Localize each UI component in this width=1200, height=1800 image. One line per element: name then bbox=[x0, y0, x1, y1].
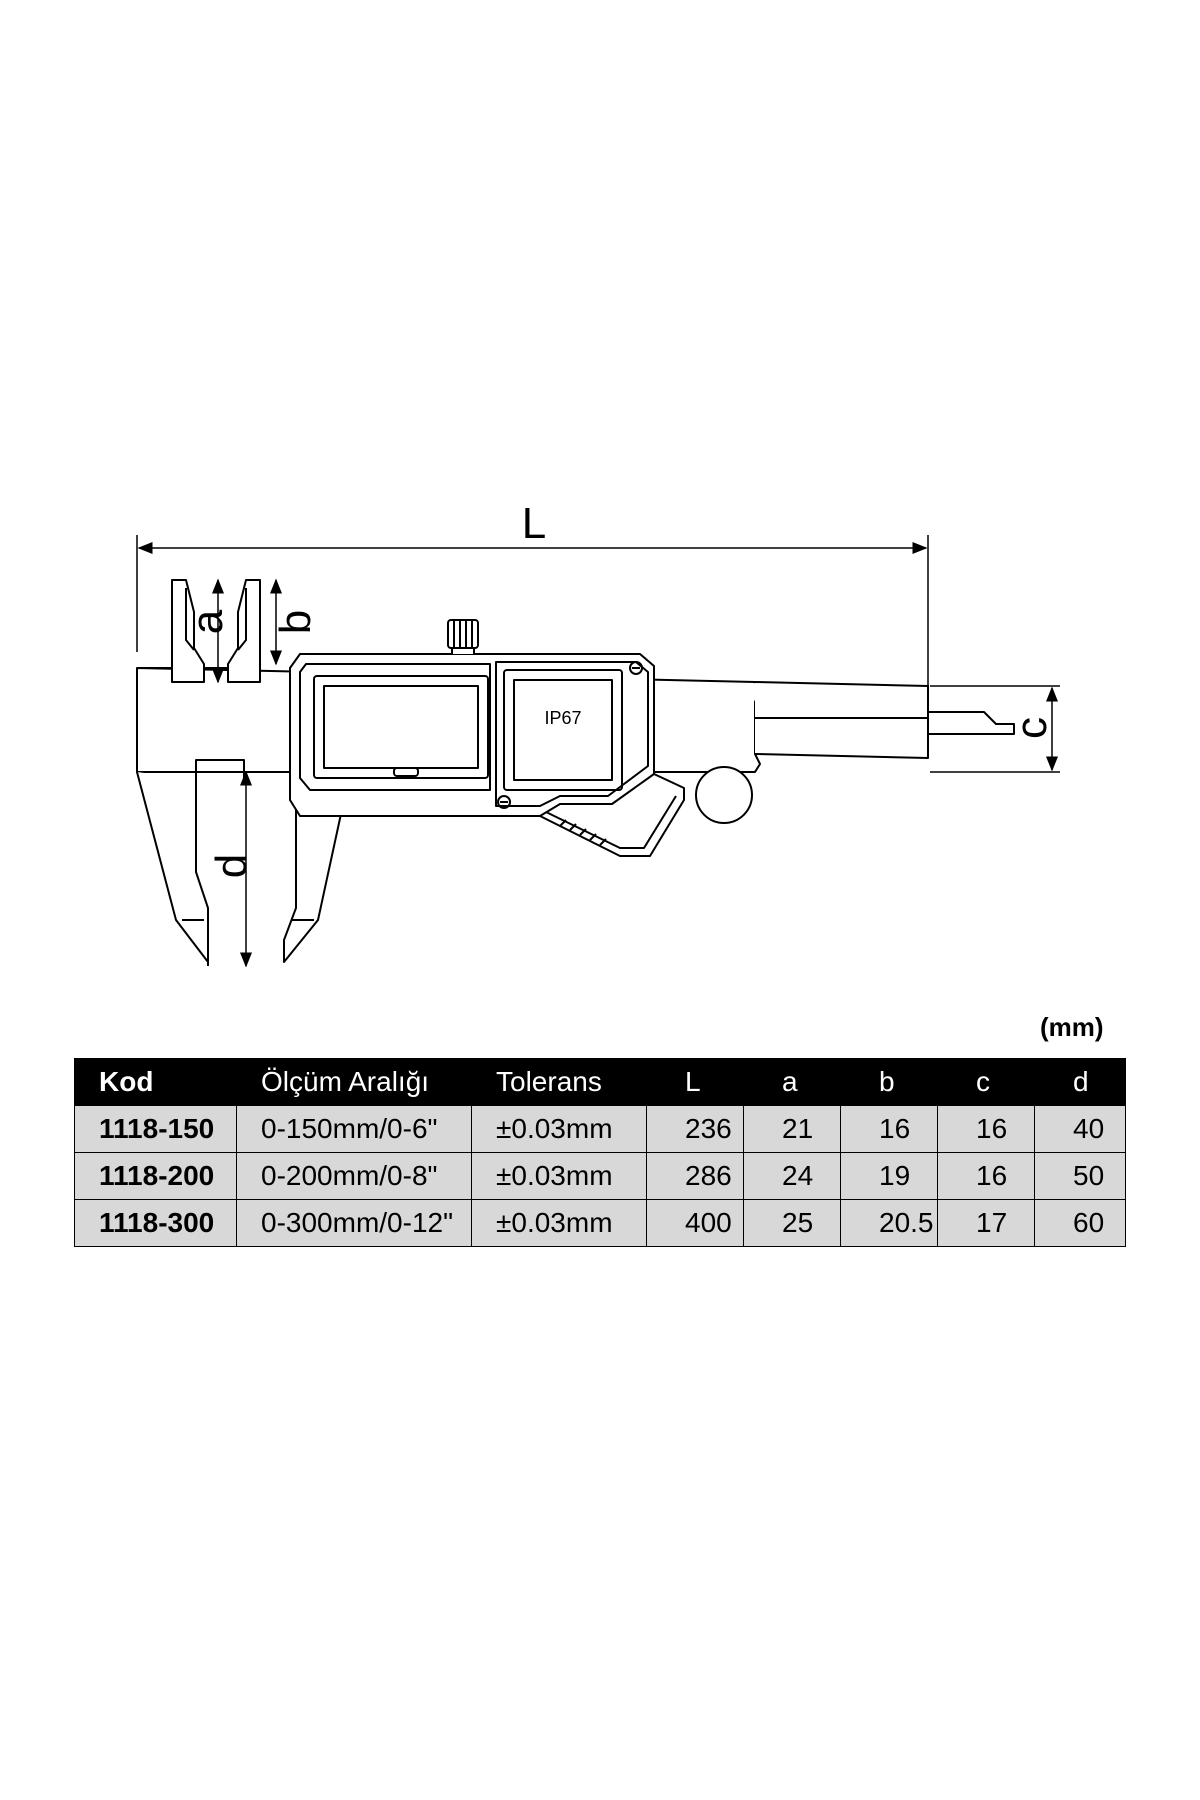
dimension-c bbox=[930, 685, 1060, 773]
header-b: b bbox=[840, 1058, 938, 1106]
table-row: 1118-150 0-150mm/0-6" ±0.03mm 236 21 16 … bbox=[74, 1105, 1126, 1153]
cell-a: 21 bbox=[743, 1105, 841, 1153]
cell-L: 286 bbox=[646, 1152, 744, 1200]
dimension-label-c: c bbox=[1007, 717, 1056, 739]
caliper-diagram: L bbox=[136, 499, 1060, 968]
cell-a: 25 bbox=[743, 1199, 841, 1247]
header-c: c bbox=[937, 1058, 1035, 1106]
cell-tolerans: ±0.03mm bbox=[471, 1105, 647, 1153]
header-olcum-araligi: Ölçüm Aralığı bbox=[236, 1058, 472, 1106]
dimension-label-a: a bbox=[183, 609, 232, 634]
cell-olcum-araligi: 0-300mm/0-12" bbox=[236, 1199, 472, 1247]
cell-olcum-araligi: 0-150mm/0-6" bbox=[236, 1105, 472, 1153]
cell-c: 16 bbox=[937, 1105, 1035, 1153]
cell-a: 24 bbox=[743, 1152, 841, 1200]
cell-d: 60 bbox=[1034, 1199, 1126, 1247]
table-row: 1118-300 0-300mm/0-12" ±0.03mm 400 25 20… bbox=[74, 1199, 1126, 1247]
dimension-label-d: d bbox=[207, 854, 256, 878]
caliper-body bbox=[136, 579, 1015, 966]
header-L: L bbox=[646, 1058, 744, 1106]
cell-b: 19 bbox=[840, 1152, 938, 1200]
cell-d: 50 bbox=[1034, 1152, 1126, 1200]
dimension-label-b: b bbox=[271, 610, 320, 634]
cell-tolerans: ±0.03mm bbox=[471, 1152, 647, 1200]
unit-note: (mm) bbox=[1040, 1012, 1104, 1042]
cell-kod: 1118-300 bbox=[74, 1199, 237, 1247]
ip67-badge: IP67 bbox=[544, 708, 581, 728]
cell-L: 236 bbox=[646, 1105, 744, 1153]
cell-L: 400 bbox=[646, 1199, 744, 1247]
header-kod: Kod bbox=[74, 1058, 237, 1106]
table-row: 1118-200 0-200mm/0-8" ±0.03mm 286 24 19 … bbox=[74, 1152, 1126, 1200]
cell-olcum-araligi: 0-200mm/0-8" bbox=[236, 1152, 472, 1200]
cell-d: 40 bbox=[1034, 1105, 1126, 1153]
cell-kod: 1118-200 bbox=[74, 1152, 237, 1200]
cell-kod: 1118-150 bbox=[74, 1105, 237, 1153]
header-tolerans: Tolerans bbox=[471, 1058, 647, 1106]
header-a: a bbox=[743, 1058, 841, 1106]
cell-b: 20.5 bbox=[840, 1199, 938, 1247]
cell-tolerans: ±0.03mm bbox=[471, 1199, 647, 1247]
cell-c: 17 bbox=[937, 1199, 1035, 1247]
table-header-row: Kod Ölçüm Aralığı Tolerans L a b c d bbox=[74, 1058, 1126, 1106]
cell-c: 16 bbox=[937, 1152, 1035, 1200]
spec-table: Kod Ölçüm Aralığı Tolerans L a b c d 111… bbox=[74, 1058, 1126, 1247]
dimension-label-L: L bbox=[522, 499, 546, 548]
header-d: d bbox=[1034, 1058, 1126, 1106]
cell-b: 16 bbox=[840, 1105, 938, 1153]
